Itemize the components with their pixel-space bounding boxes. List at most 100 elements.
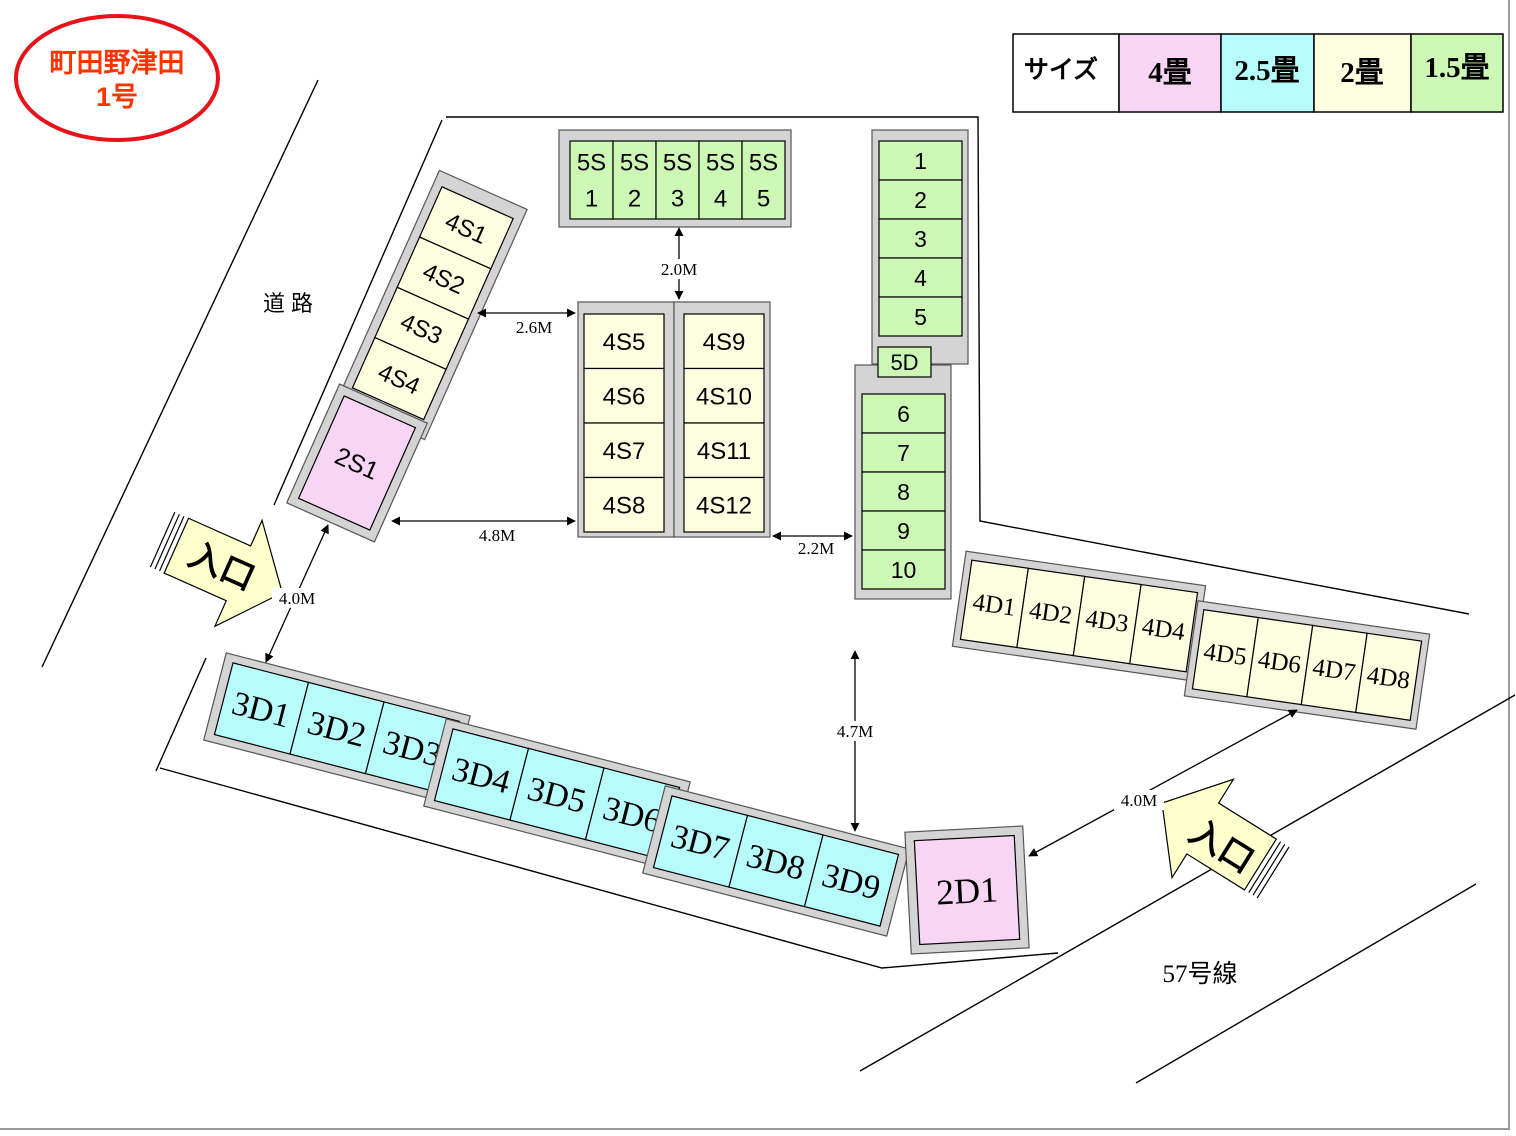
unit-box-4s4 bbox=[351, 336, 447, 421]
unit-label-4s6: 4S6 bbox=[603, 383, 646, 410]
unit-4s11[interactable]: 4S11 bbox=[683, 422, 765, 479]
unit-box-3d9 bbox=[803, 834, 900, 927]
block-2d1: 2D1 bbox=[904, 825, 1030, 955]
unit-10[interactable]: 10 bbox=[861, 549, 946, 590]
site-boundary-bottom bbox=[159, 767, 1059, 969]
unit-4s7[interactable]: 4S7 bbox=[583, 422, 665, 479]
unit-4d8[interactable]: 4D8 bbox=[1355, 632, 1423, 721]
title-line-1: 町田野津田 bbox=[50, 48, 185, 78]
unit-4d6[interactable]: 4D6 bbox=[1246, 616, 1314, 706]
unit-4s12[interactable]: 4S12 bbox=[683, 476, 765, 533]
unit-box-4s6 bbox=[583, 367, 665, 424]
unit-4d1[interactable]: 4D1 bbox=[959, 559, 1029, 649]
unit-box-2 bbox=[878, 179, 963, 220]
unit-3d4[interactable]: 3D4 bbox=[433, 728, 530, 821]
legend-label-4: 4畳 bbox=[1148, 57, 1192, 89]
unit-4s9[interactable]: 4S9 bbox=[683, 313, 765, 370]
unit-4d2[interactable]: 4D2 bbox=[1016, 567, 1086, 657]
unit-3d5[interactable]: 3D5 bbox=[509, 747, 605, 841]
unit-2[interactable]: 2 bbox=[878, 179, 963, 220]
unit-3d9[interactable]: 3D9 bbox=[803, 834, 900, 927]
legend-swatch-2-5 bbox=[1220, 33, 1315, 113]
unit-4d3[interactable]: 4D3 bbox=[1072, 575, 1142, 665]
unit-box-4s12 bbox=[683, 476, 765, 533]
unit-label-4d2: 4D2 bbox=[1027, 597, 1073, 630]
unit-label-10: 10 bbox=[891, 557, 917, 583]
unit-box-1 bbox=[878, 140, 963, 181]
site-boundary-top bbox=[446, 116, 1470, 615]
unit-label-4d3: 4D3 bbox=[1084, 605, 1130, 638]
unit-7[interactable]: 7 bbox=[861, 432, 946, 473]
unit-4s2[interactable]: 4S2 bbox=[396, 236, 492, 320]
unit-label-4s8: 4S8 bbox=[603, 492, 646, 519]
dim-bg-7 bbox=[1114, 790, 1164, 810]
legend-label-1-5: 1.5畳 bbox=[1424, 52, 1489, 84]
unit-9[interactable]: 9 bbox=[861, 510, 946, 551]
road-line-left bbox=[41, 79, 319, 668]
route-line-upper bbox=[859, 694, 1516, 1072]
unit-2d1[interactable]: 2D1 bbox=[913, 834, 1021, 946]
unit-5d[interactable]: 5D bbox=[877, 346, 932, 378]
unit-box-4s7 bbox=[583, 422, 665, 479]
unit-4s5[interactable]: 4S5 bbox=[583, 313, 665, 370]
unit-4[interactable]: 4 bbox=[878, 257, 963, 298]
unit-box-5s-3 bbox=[655, 140, 700, 220]
unit-4d7[interactable]: 4D7 bbox=[1300, 624, 1368, 714]
legend-label-2: 2畳 bbox=[1340, 57, 1384, 89]
unit-6[interactable]: 6 bbox=[861, 393, 946, 434]
unit-3d3[interactable]: 3D3 bbox=[364, 701, 461, 794]
title-ellipse bbox=[14, 14, 220, 142]
unit-2s1[interactable]: 2S1 bbox=[297, 395, 417, 531]
unit-8[interactable]: 8 bbox=[861, 471, 946, 512]
route-line-lower bbox=[1135, 883, 1477, 1084]
unit-box-4s9 bbox=[683, 313, 765, 370]
unit-3d7[interactable]: 3D7 bbox=[652, 795, 749, 888]
dim-label-2: 2.6M bbox=[516, 318, 552, 337]
dim-label-6: 4.7M bbox=[837, 722, 873, 741]
unit-1[interactable]: 1 bbox=[878, 140, 963, 181]
unit-4s1[interactable]: 4S1 bbox=[418, 186, 514, 270]
unit-3[interactable]: 3 bbox=[878, 218, 963, 259]
unit-box-4s11 bbox=[683, 422, 765, 479]
unit-5[interactable]: 5 bbox=[878, 296, 963, 337]
unit-label-4: 4 bbox=[914, 265, 927, 291]
unit-4s10[interactable]: 4S10 bbox=[683, 367, 765, 424]
size-legend: サイズ 4畳 2.5畳 2畳 1.5畳 bbox=[1012, 33, 1504, 113]
unit-4s4[interactable]: 4S4 bbox=[351, 336, 447, 421]
unit-4d4[interactable]: 4D4 bbox=[1129, 583, 1199, 673]
unit-box-6 bbox=[861, 393, 946, 434]
dim-line-7 bbox=[1028, 709, 1298, 857]
block-2s1: 2S1 bbox=[285, 383, 429, 543]
unit-label-4d8: 4D8 bbox=[1365, 662, 1411, 695]
unit-label-4d4: 4D4 bbox=[1140, 613, 1187, 646]
unit-4d5[interactable]: 4D5 bbox=[1191, 609, 1259, 698]
unit-4s3[interactable]: 4S3 bbox=[374, 286, 470, 371]
unit-4s8[interactable]: 4S8 bbox=[583, 476, 665, 533]
entrance-arrow-left-stripe-3 bbox=[149, 511, 176, 568]
dim-label-7: 4.0M bbox=[1121, 791, 1157, 810]
unit-3d1[interactable]: 3D1 bbox=[213, 662, 310, 755]
dim-label-3: 4.8M bbox=[479, 526, 515, 545]
unit-label-5d: 5D bbox=[890, 350, 918, 375]
dim-label-1: 2.0M bbox=[661, 260, 697, 279]
unit-3d2[interactable]: 3D2 bbox=[289, 681, 385, 775]
unit-4s6[interactable]: 4S6 bbox=[583, 367, 665, 424]
dim-bg-1 bbox=[654, 259, 704, 279]
legend-header: サイズ bbox=[1024, 55, 1098, 84]
unit-box-7 bbox=[861, 432, 946, 473]
unit-label-9: 9 bbox=[897, 518, 910, 544]
